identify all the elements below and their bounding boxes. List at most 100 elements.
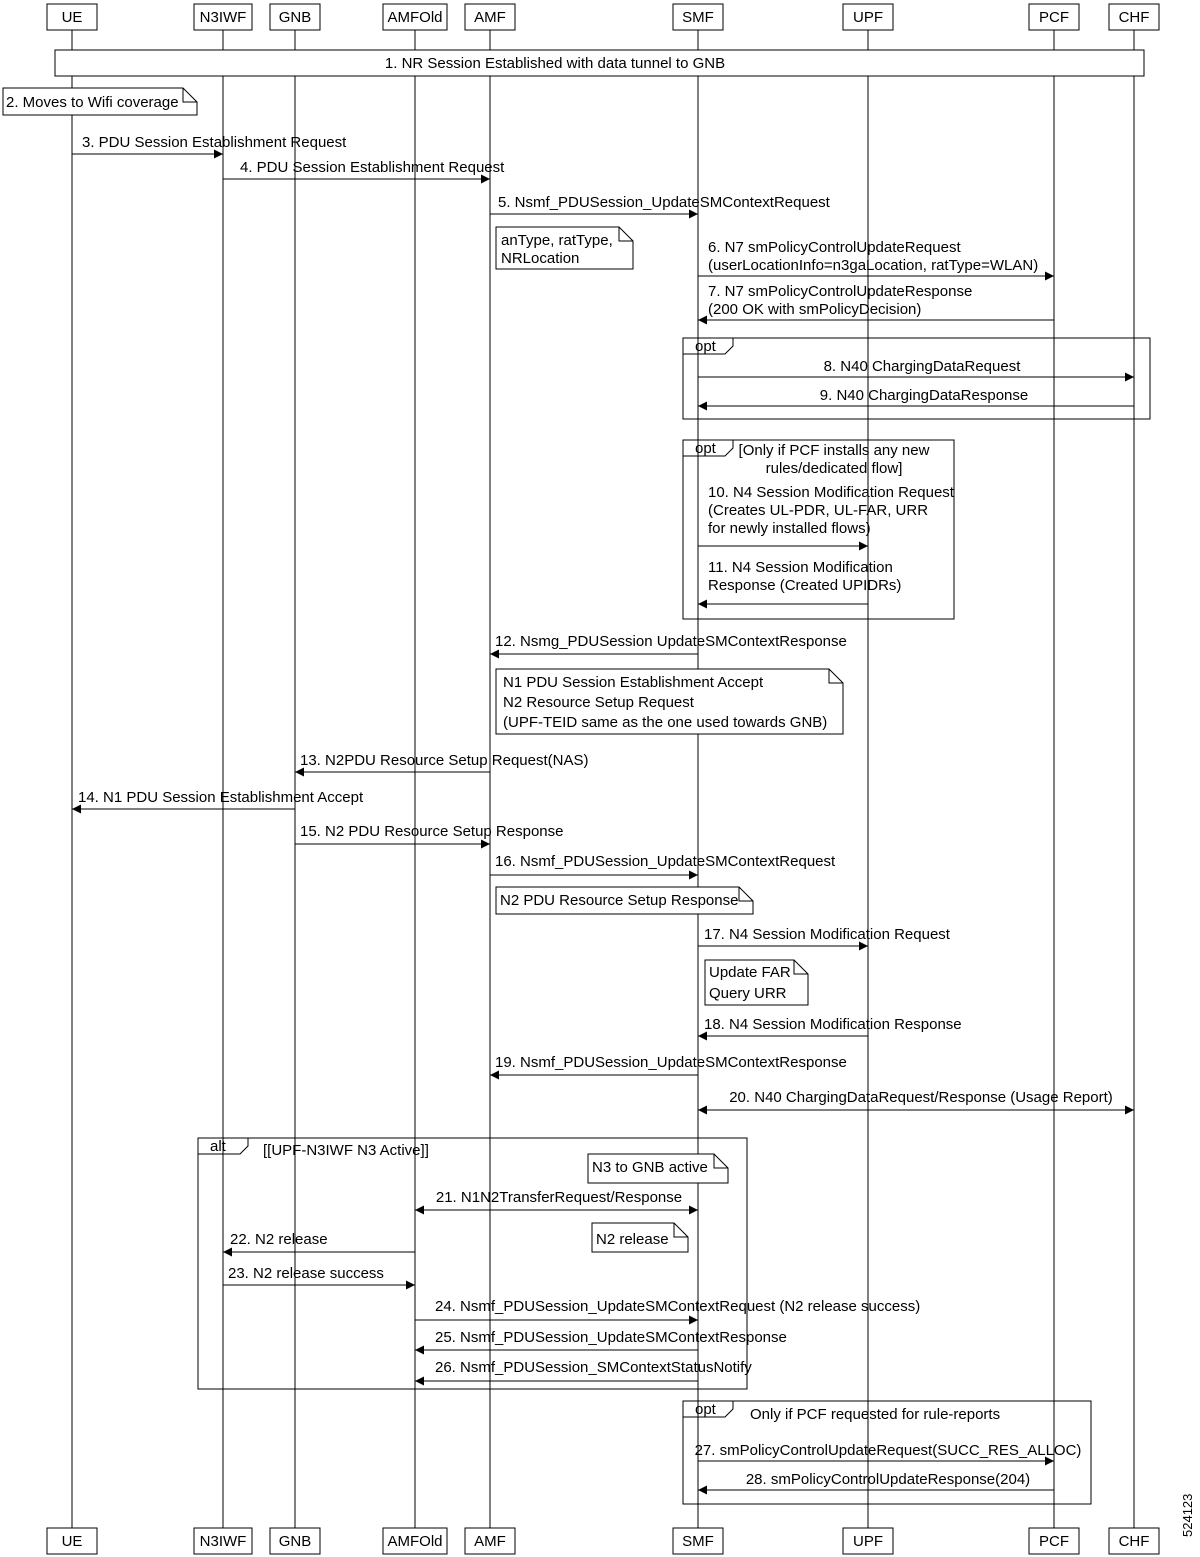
message-label: 17. N4 Session Modification Request (704, 926, 951, 943)
note-fold (618, 227, 633, 242)
message-label: 15. N2 PDU Resource Setup Response (300, 823, 563, 840)
lifelines (71, 30, 1135, 1528)
participant-label: AMFOld (387, 1533, 442, 1550)
participant-box (672, 1527, 724, 1555)
message-msg-22: 22. N2 release (223, 1231, 415, 1257)
message-label: 18. N4 Session Modification Response (704, 1016, 962, 1033)
message-label: 13. N2PDU Resource Setup Request(NAS) (300, 752, 588, 769)
message-msg-7: 7. N7 smPolicyControlUpdateResponse(200 … (698, 283, 1054, 325)
message-label: 28. smPolicyControlUpdateResponse(204) (746, 1471, 1030, 1488)
spanning-note-step-1: 1. NR Session Established with data tunn… (54, 49, 1145, 77)
message-label: 20. N40 ChargingDataRequest/Response (Us… (729, 1089, 1113, 1106)
participant-label: UPF (853, 1533, 883, 1550)
participant-label: AMF (474, 1533, 506, 1550)
note-text: N1 PDU Session Establishment Accept (503, 674, 764, 691)
participant-box (193, 3, 253, 31)
message-label: 10. N4 Session Modification Request (708, 484, 955, 501)
note-text: Update FAR (709, 964, 791, 981)
message-msg-14: 14. N1 PDU Session Establishment Accept (72, 789, 364, 814)
note-fold (828, 669, 843, 684)
participant-amf-top: AMF (464, 3, 516, 31)
message-label: 9. N40 ChargingDataResponse (820, 387, 1028, 404)
message-msg-3: 3. PDU Session Establishment Request (72, 134, 347, 159)
note-text: (UPF-TEID same as the one used towards G… (503, 714, 827, 731)
note-shape (587, 1153, 729, 1184)
message-label: 19. Nsmf_PDUSession_UpdateSMContextRespo… (495, 1054, 847, 1071)
message-label: 16. Nsmf_PDUSession_UpdateSMContextReque… (495, 853, 836, 870)
participant-label: SMF (682, 1533, 714, 1550)
note-text: Query URR (709, 985, 787, 1002)
note-note-update-far: Update FAR Query URR (704, 959, 809, 1006)
note-text: N2 release (596, 1231, 669, 1248)
note-shape (495, 668, 844, 735)
note-shape (495, 886, 754, 915)
message-msg-17: 17. N4 Session Modification Request (698, 926, 951, 951)
participant-box (193, 1527, 253, 1555)
message-msg-16: 16. Nsmf_PDUSession_UpdateSMContextReque… (490, 853, 836, 880)
fragment-keyword: opt (695, 440, 717, 457)
participant-box (1028, 1527, 1080, 1555)
participant-box (382, 1527, 448, 1555)
message-msg-15: 15. N2 PDU Resource Setup Response (295, 823, 563, 849)
participant-smf-top: SMF (672, 3, 724, 31)
message-msg-13: 13. N2PDU Resource Setup Request(NAS) (295, 752, 588, 777)
fragment-tab (683, 338, 734, 355)
notes: 1. NR Session Established with data tunn… (2, 49, 1145, 1253)
fragment-keyword: opt (695, 1401, 717, 1418)
participant-n3iwf-bottom: N3IWF (193, 1527, 253, 1555)
message-label: 7. N7 smPolicyControlUpdateResponse (708, 283, 972, 300)
message-label: (200 OK with smPolicyDecision) (708, 301, 921, 318)
note-fold (673, 1223, 688, 1238)
note-fold (713, 1154, 728, 1169)
message-msg-19: 19. Nsmf_PDUSession_UpdateSMContextRespo… (490, 1054, 847, 1080)
message-label: (Creates UL-PDR, UL-FAR, URR (708, 502, 928, 519)
note-fold (182, 88, 197, 103)
note-shape (2, 87, 198, 116)
note-note-n2-response: N2 PDU Resource Setup Response (495, 886, 754, 915)
participant-label: UE (62, 9, 83, 26)
message-msg-25: 25. Nsmf_PDUSession_UpdateSMContextRespo… (415, 1329, 787, 1355)
message-label: 26. Nsmf_PDUSession_SMContextStatusNotif… (435, 1359, 752, 1376)
note-note-antype: anType, ratType,NRLocation (495, 226, 634, 270)
message-msg-23: 23. N2 release success (223, 1265, 415, 1290)
participant-box (1108, 3, 1160, 31)
participant-label: CHF (1119, 1533, 1150, 1550)
figure-id: 524123 (1180, 1494, 1195, 1537)
participant-box (464, 3, 516, 31)
message-label: 23. N2 release success (228, 1265, 384, 1282)
fragment-keyword: opt (695, 338, 717, 355)
message-msg-24: 24. Nsmf_PDUSession_UpdateSMContextReque… (415, 1298, 920, 1325)
participant-box (842, 1527, 894, 1555)
note-text: N2 Resource Setup Request (503, 694, 695, 711)
participant-pcf-top: PCF (1028, 3, 1080, 31)
participant-smf-bottom: SMF (672, 1527, 724, 1555)
participant-ue-bottom: UE (46, 1527, 98, 1555)
message-label: 11. N4 Session Modification (708, 559, 893, 576)
message-label: 25. Nsmf_PDUSession_UpdateSMContextRespo… (435, 1329, 787, 1346)
fragment-condition: [Only if PCF installs any new (739, 442, 930, 459)
fragment-condition: [[UPF-N3IWF N3 Active]] (263, 1142, 429, 1159)
participant-amfold-bottom: AMFOld (382, 1527, 448, 1555)
note-note-n1-accept: N1 PDU Session Establishment Accept N2 Re… (495, 668, 844, 735)
message-msg-26: 26. Nsmf_PDUSession_SMContextStatusNotif… (415, 1359, 752, 1386)
participant-chf-bottom: CHF (1108, 1527, 1160, 1555)
participant-box (382, 3, 448, 31)
participant-ue-top: UE (46, 3, 98, 31)
fragment-tab (683, 440, 734, 457)
note-note-wifi: 2. Moves to Wifi coverage (2, 87, 198, 116)
note-text: NRLocation (501, 250, 579, 267)
participant-box (269, 3, 321, 31)
message-msg-10: 10. N4 Session Modification Request(Crea… (698, 484, 955, 551)
spanning-note-text: 1. NR Session Established with data tunn… (385, 55, 725, 72)
participant-n3iwf-top: N3IWF (193, 3, 253, 31)
participant-label: SMF (682, 9, 714, 26)
fragment-frame (682, 439, 955, 620)
participant-box (46, 3, 98, 31)
spanning-note-box (54, 49, 1145, 77)
participant-label: N3IWF (200, 9, 247, 26)
participant-chf-top: CHF (1108, 3, 1160, 31)
participant-label: PCF (1039, 1533, 1069, 1550)
message-label: 12. Nsmg_PDUSession UpdateSMContextRespo… (495, 633, 847, 650)
message-label: 14. N1 PDU Session Establishment Accept (78, 789, 364, 806)
